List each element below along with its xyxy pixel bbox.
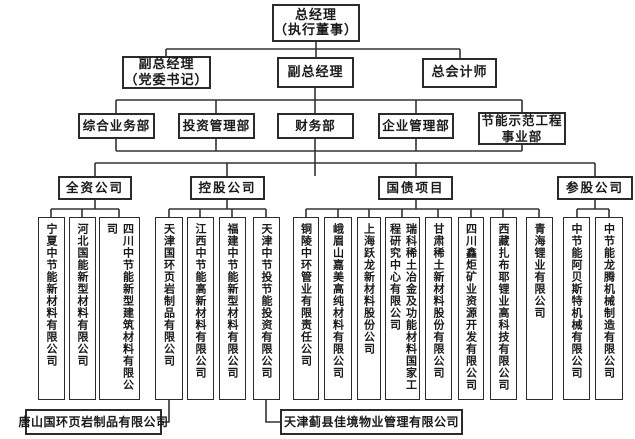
dept-investment-management-label: 投资管理部 xyxy=(182,117,251,133)
category-holding-label: 控股公司 xyxy=(198,179,257,195)
company-treasury-5: 四川鑫炬矿业资源开发有限公司 xyxy=(458,217,484,400)
category-wholly-owned-label: 全资公司 xyxy=(65,179,124,195)
company-equity-1-label: 中节能龙腾机械制造有限公司 xyxy=(602,223,616,379)
company-equity-0: 中节能阿贝斯特机械有限公司 xyxy=(563,217,590,400)
dept-comprehensive-business: 综合业务部 xyxy=(78,113,155,139)
company-treasury-4: 甘肃稀土新材料股份有限公司 xyxy=(425,217,452,400)
company-treasury-0-label: 铜陵中环管业有限责任公司 xyxy=(299,223,313,367)
subsidiary-tianjin-jixian: 天津蓟县佳境物业管理有限公司 xyxy=(280,409,463,435)
dept-energy-saving-demo-division-label: 节能示范工程事业部 xyxy=(481,112,563,144)
company-treasury-7-label: 青海锂业有限公司 xyxy=(533,223,546,319)
company-wholly-owned-2-label: 四川中节能新型建筑材料有限公司 xyxy=(105,223,135,391)
company-wholly-owned-1-label: 河北国能新型材料有限公司 xyxy=(76,223,89,367)
dept-energy-saving-demo-division: 节能示范工程事业部 xyxy=(478,112,566,145)
company-treasury-3-label: 瑞科稀土冶金及功能材料国家工程研究中心有限公司 xyxy=(388,223,418,391)
node-general-manager-title: 总经理 xyxy=(294,7,337,23)
node-general-manager-subtitle: （执行董事） xyxy=(274,23,359,38)
company-holding-1-label: 江西中节能高新材料有限公司 xyxy=(194,223,207,379)
company-holding-0: 天津国环页岩制品有限公司 xyxy=(155,217,183,400)
company-treasury-2-label: 上海跃龙新材料股份公司 xyxy=(362,223,376,355)
node-chief-accountant-title: 总会计师 xyxy=(431,65,488,81)
dept-investment-management: 投资管理部 xyxy=(178,113,255,139)
node-deputy-gm: 副总经理 xyxy=(277,57,354,88)
node-deputy-gm-party-subtitle: （党委书记） xyxy=(124,72,209,88)
company-wholly-owned-2: 四川中节能新型建筑材料有限公司 xyxy=(99,217,140,400)
company-equity-1: 中节能龙腾机械制造有限公司 xyxy=(595,217,623,400)
subsidiary-tangshan-label: 唐山国环页岩制品有限公司 xyxy=(18,414,169,429)
company-treasury-1: 峨眉山嘉美高纯材料有限公司 xyxy=(324,217,352,400)
node-deputy-gm-title: 副总经理 xyxy=(287,64,344,80)
dept-finance-label: 财务部 xyxy=(295,117,336,133)
company-wholly-owned-0: 宁夏中节能新材料有限公司 xyxy=(38,217,65,400)
company-treasury-2: 上海跃龙新材料股份公司 xyxy=(357,217,381,400)
company-holding-3-label: 天津中节投节能投资有限公司 xyxy=(260,223,273,379)
category-wholly-owned: 全资公司 xyxy=(58,176,132,200)
company-holding-1: 江西中节能高新材料有限公司 xyxy=(187,217,214,400)
company-holding-2-label: 福建中节能新型材料有限公司 xyxy=(226,223,239,379)
category-equity-participation: 参股公司 xyxy=(557,176,633,200)
company-wholly-owned-1: 河北国能新型材料有限公司 xyxy=(69,217,96,400)
company-treasury-6: 西藏扎布耶锂业高科技有限公司 xyxy=(490,217,517,400)
company-treasury-6-label: 西藏扎布耶锂业高科技有限公司 xyxy=(497,223,510,391)
company-treasury-5-label: 四川鑫炬矿业资源开发有限公司 xyxy=(464,223,478,391)
category-equity-participation-label: 参股公司 xyxy=(565,179,624,195)
node-deputy-gm-party-title: 副总经理 xyxy=(138,57,195,73)
node-chief-accountant: 总会计师 xyxy=(422,58,497,88)
company-treasury-3: 瑞科稀土冶金及功能材料国家工程研究中心有限公司 xyxy=(385,217,420,400)
subsidiary-tianjin-jixian-label: 天津蓟县佳境物业管理有限公司 xyxy=(283,414,459,429)
dept-enterprise-management: 企业管理部 xyxy=(378,113,454,139)
company-treasury-1-label: 峨眉山嘉美高纯材料有限公司 xyxy=(331,223,345,379)
company-treasury-0: 铜陵中环管业有限责任公司 xyxy=(293,217,319,400)
node-deputy-gm-party: 副总经理 （党委书记） xyxy=(122,56,211,89)
company-holding-3: 天津中节投节能投资有限公司 xyxy=(253,217,280,400)
subsidiary-tangshan: 唐山国环页岩制品有限公司 xyxy=(19,409,168,435)
company-wholly-owned-0-label: 宁夏中节能新材料有限公司 xyxy=(45,223,58,367)
company-treasury-7: 青海锂业有限公司 xyxy=(526,217,553,400)
category-holding: 控股公司 xyxy=(190,176,265,200)
category-treasury-bond: 国债项目 xyxy=(378,176,453,200)
dept-finance: 财务部 xyxy=(277,113,354,139)
category-treasury-bond-label: 国债项目 xyxy=(386,179,445,195)
node-general-manager: 总经理 （执行董事） xyxy=(272,4,360,42)
dept-comprehensive-business-label: 综合业务部 xyxy=(82,117,151,133)
dept-enterprise-management-label: 企业管理部 xyxy=(382,117,450,133)
company-holding-0-label: 天津国环页岩制品有限公司 xyxy=(162,223,176,367)
company-equity-0-label: 中节能阿贝斯特机械有限公司 xyxy=(570,223,583,379)
company-treasury-4-label: 甘肃稀土新材料股份有限公司 xyxy=(432,223,445,379)
company-holding-2: 福建中节能新型材料有限公司 xyxy=(219,217,246,400)
